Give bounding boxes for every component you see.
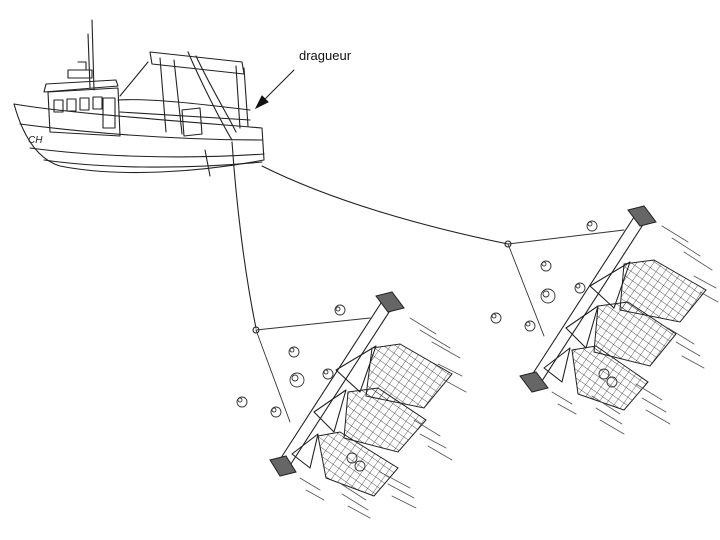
hull-marking: CH: [28, 135, 43, 146]
shells: [236, 304, 366, 472]
sediment-wake: [551, 225, 719, 435]
dredge-bag: [343, 387, 427, 453]
fishing-boat: CH: [13, 19, 265, 177]
dredge-bag: [571, 345, 649, 411]
sediment-wake: [299, 317, 467, 519]
dredge-left: [236, 291, 467, 519]
dredge-right: [490, 205, 719, 435]
dredge-label: dragueur: [299, 48, 352, 63]
dredge-bag: [317, 431, 399, 497]
shells: [490, 220, 618, 388]
dredge-bag: [593, 301, 677, 367]
label-pointer: [254, 69, 295, 110]
tow-cables: [231, 141, 509, 329]
dredge-bag: [365, 343, 453, 409]
dredge-bag: [619, 259, 707, 323]
